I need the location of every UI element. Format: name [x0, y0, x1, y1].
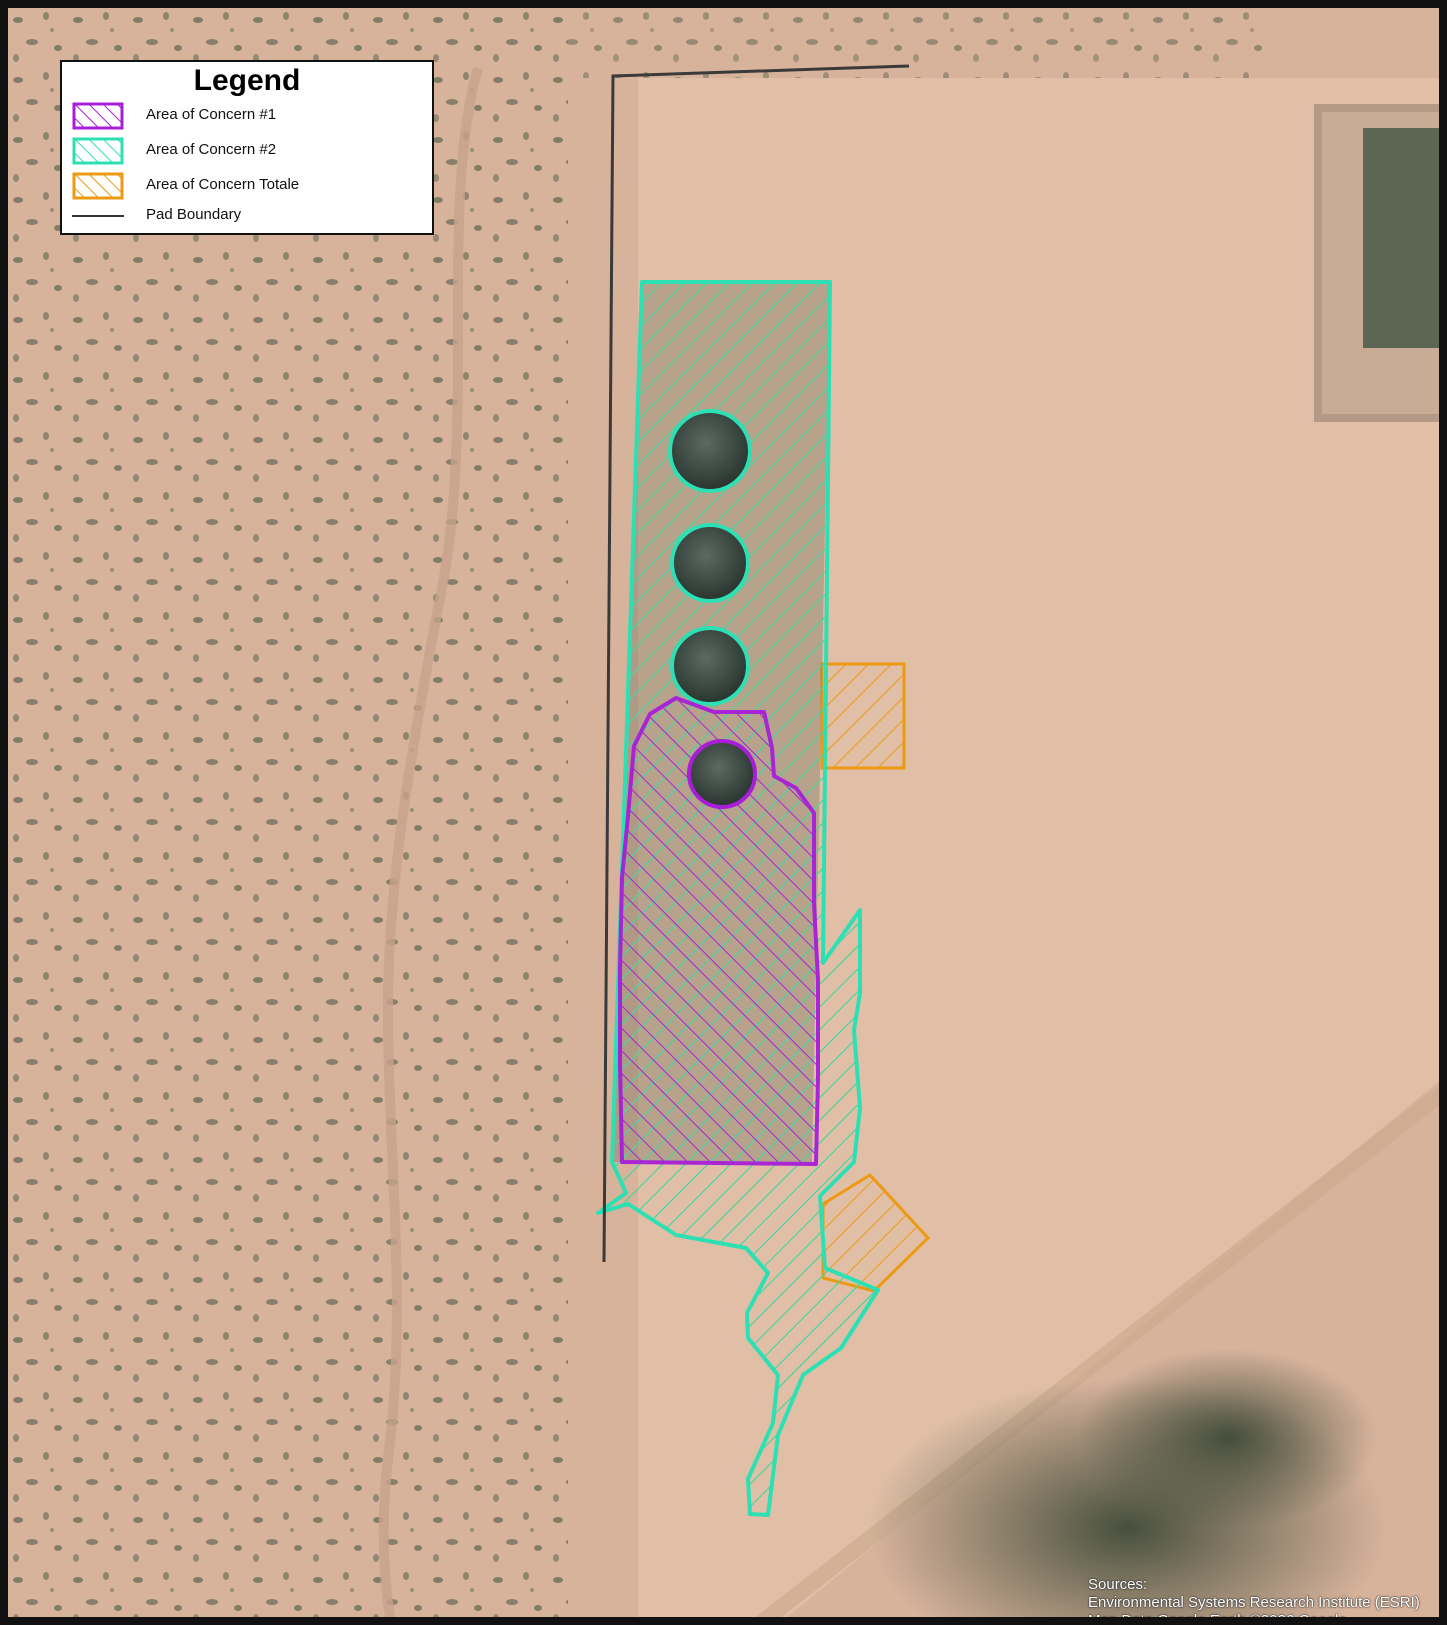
storage-tank-4[interactable]	[687, 739, 757, 809]
legend-item-aoc-2: Area of Concern #2	[72, 137, 422, 165]
legend-item-aoc-1: Area of Concern #1	[72, 102, 422, 130]
storage-tank-2[interactable]	[670, 523, 750, 603]
legend-label-aoc-2: Area of Concern #2	[146, 141, 277, 158]
access-road	[378, 66, 483, 1617]
legend-title: Legend	[193, 64, 301, 97]
legend-label-pad-boundary: Pad Boundary	[146, 206, 242, 223]
storage-tank-1[interactable]	[668, 409, 752, 493]
legend-label-aoc-1: Area of Concern #1	[146, 106, 277, 123]
terrain-vegetation-north	[568, 8, 1268, 78]
legend-swatch-pad-boundary	[72, 215, 124, 217]
legend-item-aoc-totale: Area of Concern Totale	[72, 172, 422, 200]
sources-line-google: Map Data Google Earth ©2026 Google	[1088, 1612, 1347, 1625]
sources-line-esri: Environmental Systems Research Institute…	[1088, 1594, 1420, 1611]
terrain-vegetation-west	[8, 8, 568, 1617]
legend-label-aoc-totale: Area of Concern Totale	[146, 176, 300, 193]
southeast-vegetation-2	[1078, 1348, 1378, 1528]
map-attribution: Sources: Environmental Systems Research …	[1088, 1576, 1420, 1625]
aoc-totale-east-box[interactable]	[820, 662, 906, 770]
legend-swatch-aoc-1	[72, 102, 124, 130]
legend-swatch-aoc-totale	[72, 172, 124, 200]
pad-diagonal-edge	[755, 1085, 1439, 1617]
northeast-vegetation	[1363, 128, 1439, 348]
sources-heading: Sources:	[1088, 1576, 1148, 1593]
storage-tank-3[interactable]	[670, 626, 750, 706]
pad-boundary-line[interactable]	[602, 64, 910, 1263]
map-legend: Legend Area of Concern #1	[60, 60, 434, 235]
aoc-1-area[interactable]	[618, 696, 820, 1166]
map-canvas[interactable]	[8, 8, 1447, 1625]
legend-item-pad-boundary: Pad Boundary	[72, 202, 422, 230]
legend-swatch-aoc-2	[72, 137, 124, 165]
